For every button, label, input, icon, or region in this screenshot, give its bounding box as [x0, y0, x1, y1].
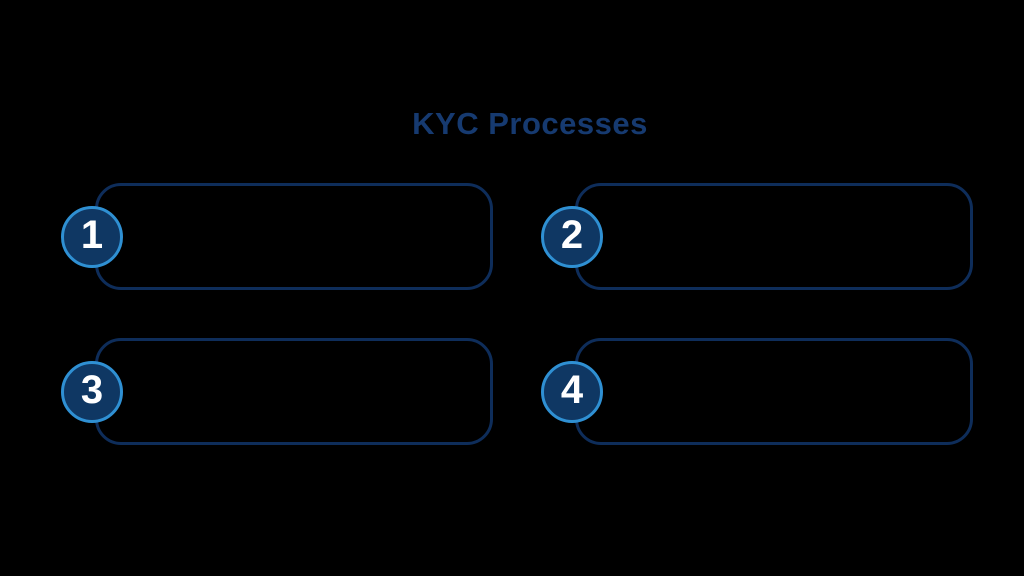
page-title: KYC Processes	[412, 106, 648, 141]
step-box-2: 2	[541, 183, 973, 290]
step-2-number-badge: 2	[541, 205, 603, 268]
step-box-1: 1	[61, 183, 493, 290]
step-3-number-badge: 3	[61, 360, 123, 423]
step-1-number: 1	[80, 213, 104, 257]
step-3-number: 3	[80, 368, 104, 412]
step-box-3: 3	[61, 338, 493, 445]
step-1-number-badge: 1	[61, 205, 123, 268]
step-2-number: 2	[560, 213, 584, 257]
step-4-number-badge: 4	[541, 360, 603, 423]
step-box-4: 4	[541, 338, 973, 445]
step-4-number: 4	[560, 368, 584, 412]
